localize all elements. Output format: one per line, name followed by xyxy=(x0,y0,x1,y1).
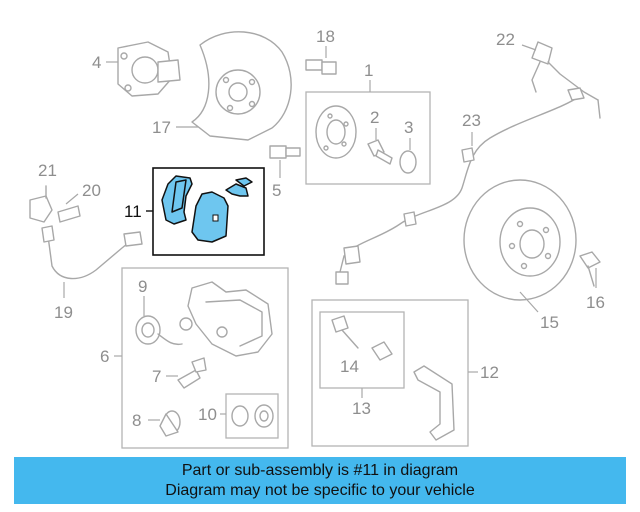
callout-21: 21 xyxy=(38,161,57,180)
callout-13: 13 xyxy=(352,399,371,418)
callout-5: 5 xyxy=(272,181,281,200)
part-20-clip[interactable] xyxy=(57,205,81,223)
callout-8: 8 xyxy=(132,411,141,430)
part-6-brake-caliper[interactable] xyxy=(179,281,273,357)
part-4-wheel-carrier[interactable] xyxy=(117,41,181,97)
callout-19: 19 xyxy=(54,303,73,322)
callout-12: 12 xyxy=(480,363,499,382)
part-10-seal-kit[interactable] xyxy=(231,404,274,428)
callout-17: 17 xyxy=(152,118,171,137)
callout-22: 22 xyxy=(496,30,515,49)
callout-18: 18 xyxy=(316,27,335,46)
part-8-guide-sleeve[interactable] xyxy=(159,410,181,437)
part-2-bolt[interactable] xyxy=(367,139,393,165)
box-part-12 xyxy=(311,299,469,447)
callout-1: 1 xyxy=(364,61,373,80)
box-part-6 xyxy=(121,267,289,449)
part-16-screw[interactable] xyxy=(579,251,601,287)
callout-16: 16 xyxy=(586,293,605,312)
part-1-wheel-hub[interactable] xyxy=(315,105,357,159)
callout-20: 20 xyxy=(82,181,101,200)
callout-2: 2 xyxy=(370,108,379,127)
banner-line-2: Diagram may not be specific to your vehi… xyxy=(165,482,475,499)
part-18-bolt[interactable] xyxy=(305,59,337,75)
banner-line-1: Part or sub-assembly is #11 in diagram xyxy=(181,462,459,479)
callout-6: 6 xyxy=(100,347,109,366)
part-19-speed-sensor-cable[interactable] xyxy=(41,225,143,280)
part-23-sensor-harness[interactable] xyxy=(335,87,585,285)
part-17-dust-shield[interactable] xyxy=(191,31,292,141)
parts-diagram: 4 17 18 1 2 3 5 xyxy=(29,27,605,449)
part-7-bleeder-screw[interactable] xyxy=(177,357,207,389)
box-part-10 xyxy=(225,393,279,439)
part-15-brake-disc[interactable] xyxy=(463,179,577,301)
part-12-caliper-carrier[interactable] xyxy=(413,365,455,441)
callout-3: 3 xyxy=(404,118,413,137)
callout-7: 7 xyxy=(152,367,161,386)
part-9-piston[interactable] xyxy=(135,315,183,346)
part-5-bolt[interactable] xyxy=(269,145,301,159)
part-3-ring[interactable] xyxy=(399,150,417,174)
callout-11: 11 xyxy=(124,202,142,221)
callout-23: 23 xyxy=(462,111,481,130)
callout-10: 10 xyxy=(198,405,217,424)
callout-4: 4 xyxy=(92,53,101,72)
part-22-wear-sensor[interactable] xyxy=(531,41,601,119)
part-14-guide-bolt[interactable] xyxy=(331,315,393,361)
callout-14: 14 xyxy=(340,357,359,376)
info-banner: Part or sub-assembly is #11 in diagram D… xyxy=(14,457,626,504)
box-part-1 xyxy=(305,91,431,185)
callout-9: 9 xyxy=(138,277,147,296)
callout-15: 15 xyxy=(540,313,559,332)
part-21-bracket[interactable] xyxy=(29,185,53,223)
part-11-brake-pad-set[interactable] xyxy=(161,175,253,243)
